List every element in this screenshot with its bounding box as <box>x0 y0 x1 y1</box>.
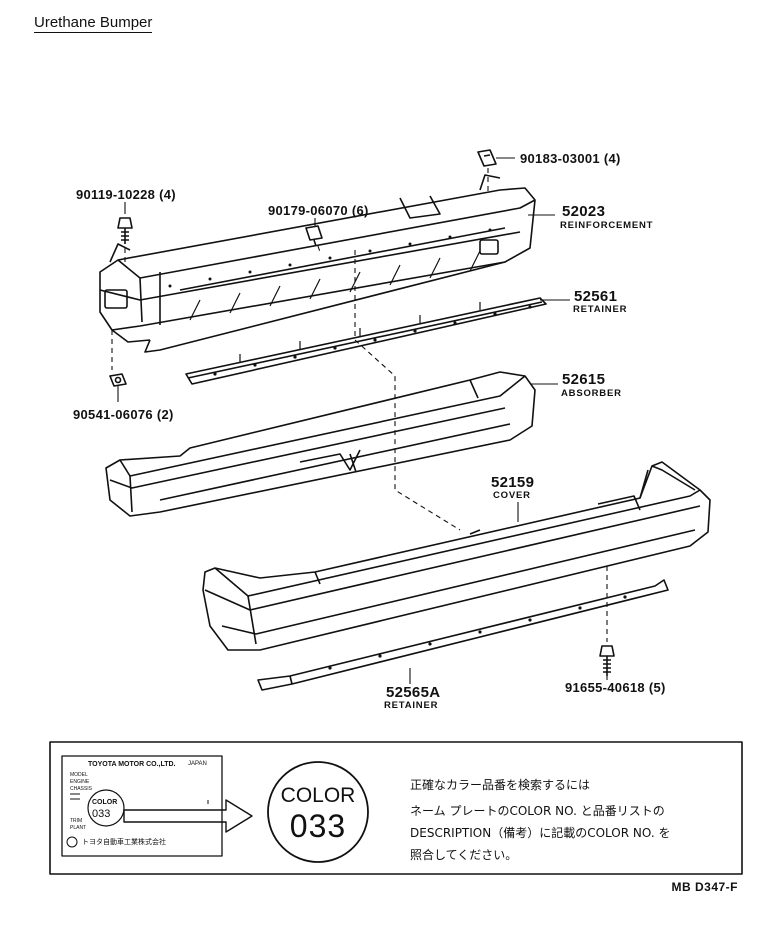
nameplate-color-label: COLOR <box>92 799 118 806</box>
diagram-title: Urethane Bumper <box>34 14 153 33</box>
note-line-3: DESCRIPTION（備考）に記載のCOLOR NO. を <box>410 826 671 840</box>
retainer-52565a-part <box>257 579 669 691</box>
nameplate-color-code: 033 <box>92 808 111 820</box>
part-number-52023: 52023 <box>562 203 606 220</box>
note-line-4: 照合してください。 <box>410 848 518 862</box>
toyota-logo-icon <box>66 836 78 848</box>
nameplate-country: JAPAN <box>188 761 207 767</box>
clip-90179-icon <box>305 225 323 247</box>
screw-91655-icon <box>599 645 615 676</box>
part-label-91655: 91655-40618 (5) <box>565 680 666 695</box>
part-desc-cover: COVER <box>493 490 531 501</box>
nameplate-maker-jp: トヨタ自動車工業株式会社 <box>82 838 166 846</box>
note-line-2: ネーム プレートのCOLOR NO. と品番リストの <box>410 804 665 818</box>
part-desc-retainer-52565a: RETAINER <box>384 700 439 711</box>
part-number-52565a: 52565A <box>386 684 441 701</box>
nameplate-maker: TOYOTA MOTOR CO.,LTD. <box>88 761 176 768</box>
cover-part <box>202 461 711 651</box>
part-label-90541: 90541-06076 (2) <box>73 407 174 422</box>
footer-code: MB D347-F <box>671 880 738 894</box>
color-info-box <box>49 741 743 875</box>
part-desc-retainer-52561: RETAINER <box>573 304 628 315</box>
nut-90541-icon <box>109 373 127 387</box>
part-number-52159: 52159 <box>491 474 535 491</box>
color-badge-code: 033 <box>289 808 347 844</box>
nameplate-color-ring <box>87 789 125 827</box>
absorber-part <box>105 371 536 517</box>
assembly-guides <box>111 168 608 642</box>
reinforcement-part <box>99 174 536 353</box>
part-label-90183: 90183-03001 (4) <box>520 151 621 166</box>
clip-90183-icon <box>477 149 497 167</box>
leader-lines <box>117 157 608 684</box>
part-label-90179: 90179-06070 (6) <box>268 203 369 218</box>
color-badge <box>267 761 369 863</box>
part-label-90119: 90119-10228 (4) <box>76 187 176 202</box>
part-desc-absorber: ABSORBER <box>561 388 622 399</box>
bolt-90119-icon <box>117 217 133 244</box>
part-number-52561: 52561 <box>574 288 618 305</box>
nameplate <box>61 755 223 857</box>
note-line-1: 正確なカラー品番を検索するには <box>410 778 591 792</box>
part-desc-reinforcement: REINFORCEMENT <box>560 220 654 231</box>
retainer-52561-part <box>185 297 547 385</box>
color-badge-label: COLOR <box>280 784 356 807</box>
part-number-52615: 52615 <box>562 371 606 388</box>
arrow-icon <box>123 799 253 833</box>
